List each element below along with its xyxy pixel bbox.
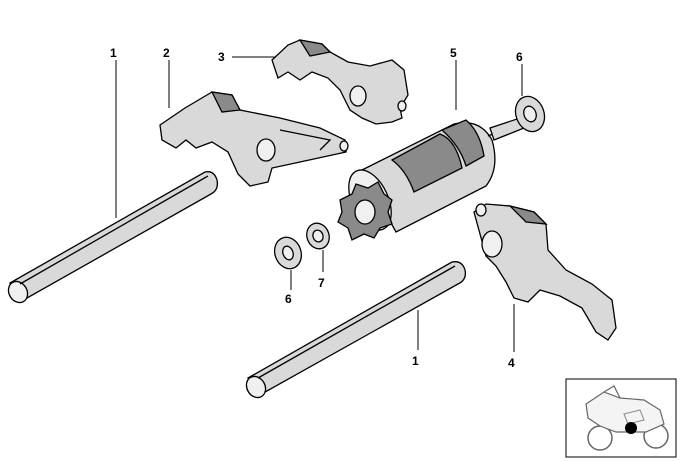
shift-fork-4 — [473, 203, 617, 341]
location-dot-icon — [625, 422, 637, 434]
callout-5: 5 — [450, 46, 457, 60]
star-gear — [337, 181, 393, 241]
callout-7: 7 — [318, 276, 325, 290]
callout-6-lower: 6 — [285, 292, 292, 306]
washer-6-lower — [273, 236, 303, 270]
washer-7 — [306, 222, 330, 250]
motorcycle-icon — [585, 385, 669, 451]
shift-fork-3 — [271, 39, 409, 125]
motorcycle-thumbnail — [565, 378, 677, 458]
callout-1-lower: 1 — [412, 354, 419, 368]
shift-rod-upper — [7, 171, 219, 304]
shift-rod-lower — [245, 261, 466, 399]
callout-3: 3 — [218, 50, 225, 64]
washer-6-upper — [514, 95, 546, 133]
callout-4: 4 — [508, 356, 515, 370]
callout-6-upper: 6 — [516, 50, 523, 64]
callout-2: 2 — [163, 46, 170, 60]
shift-fork-2 — [159, 91, 349, 187]
callout-1-upper: 1 — [110, 46, 117, 60]
